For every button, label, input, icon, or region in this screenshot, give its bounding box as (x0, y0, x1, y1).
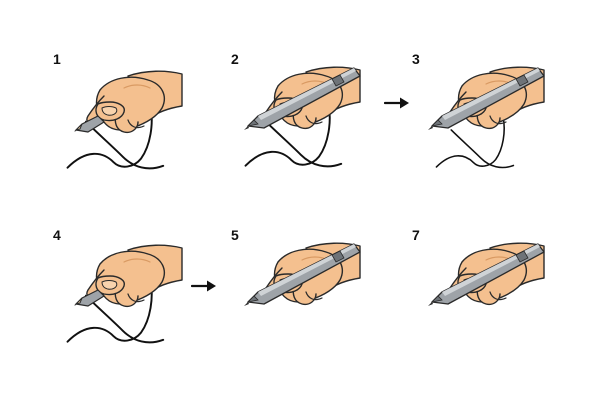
step-number-2: 2 (231, 51, 239, 67)
step-panel-5 (236, 238, 364, 350)
loop-stroke-icon (66, 278, 165, 344)
pen-icon (244, 67, 361, 130)
step-number-7: 7 (412, 227, 420, 243)
hand-writing-illustration (66, 244, 183, 344)
loop-stroke-icon (66, 104, 165, 170)
pen-icon (244, 243, 361, 306)
step-panel-1 (58, 66, 186, 178)
pen-icon (428, 67, 545, 130)
step-number-4: 4 (53, 227, 61, 243)
step-number-1: 1 (53, 51, 61, 67)
step-number-3: 3 (412, 51, 420, 67)
arrow-right-icon (190, 279, 217, 298)
hand-icon (86, 70, 183, 134)
step-panel-4 (58, 240, 186, 352)
hand-writing-illustration (428, 242, 545, 306)
hand-writing-illustration (66, 70, 183, 170)
hand-icon (86, 244, 183, 308)
hand-writing-illustration (244, 242, 361, 306)
step-number-5: 5 (231, 227, 239, 243)
hand-writing-illustration (244, 66, 361, 168)
step-panel-2 (236, 62, 364, 174)
loop-stroke-icon (244, 102, 343, 168)
loop-stroke-icon (435, 115, 515, 169)
pen-icon (74, 115, 105, 133)
pen-icon (428, 243, 545, 306)
step-panel-3 (420, 62, 548, 174)
hand-writing-illustration (428, 66, 545, 169)
step-panel-7 (420, 238, 548, 350)
arrow-right-icon (383, 96, 410, 115)
pen-icon (74, 289, 105, 307)
